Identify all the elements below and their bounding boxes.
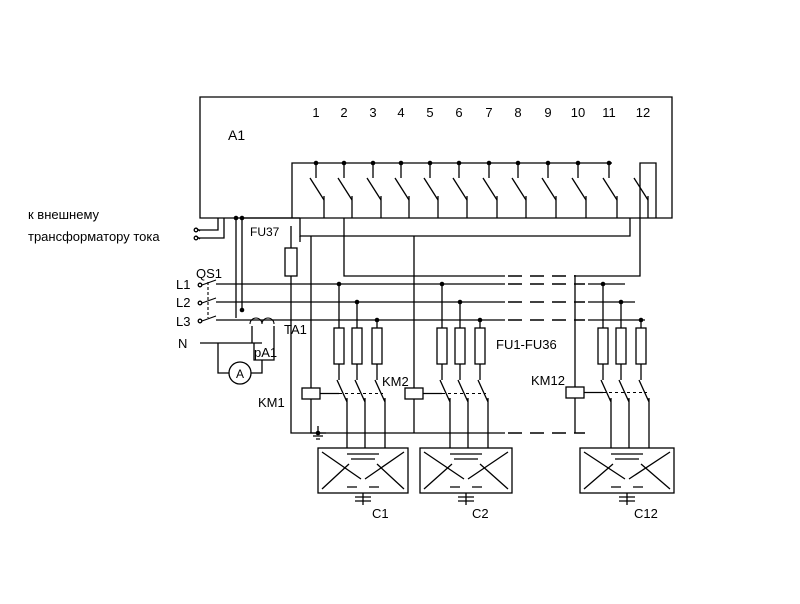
channel-number: 4 bbox=[397, 105, 404, 120]
relay-contact bbox=[541, 160, 557, 218]
capacitor-delta bbox=[321, 451, 405, 490]
phase-label-l1: L1 bbox=[176, 277, 190, 292]
channel-number: 11 bbox=[602, 105, 616, 120]
contactor-main-contact bbox=[354, 379, 366, 446]
channel-number: 8 bbox=[514, 105, 521, 120]
fuse bbox=[597, 327, 609, 365]
fuse bbox=[333, 327, 345, 365]
channel-number: 7 bbox=[485, 105, 492, 120]
contactor-main-contact bbox=[600, 379, 612, 446]
relay-contact bbox=[633, 177, 649, 218]
external-ct-label-line2: трансформатору тока bbox=[28, 229, 160, 244]
stage-2 bbox=[404, 236, 513, 505]
capacitor-bank-box bbox=[419, 447, 513, 494]
phase-label-l3: L3 bbox=[176, 314, 190, 329]
relay-contact bbox=[482, 160, 498, 218]
capacitor-c12-label: C12 bbox=[634, 506, 658, 521]
stage-1 bbox=[301, 236, 409, 505]
channel-number: 10 bbox=[571, 105, 585, 120]
switch-qs1-label: QS1 bbox=[196, 266, 222, 281]
fuse bbox=[436, 327, 448, 365]
contactor-main-contact bbox=[638, 379, 650, 446]
capacitor-bank-box bbox=[579, 447, 675, 494]
channel-number: 9 bbox=[544, 105, 551, 120]
capacitor-c1-label: C1 bbox=[372, 506, 389, 521]
busbars bbox=[200, 283, 645, 344]
fuse-fu37-label: FU37 bbox=[250, 225, 280, 239]
contactor-coil bbox=[404, 387, 424, 400]
contactor-km2-label: KM2 bbox=[382, 374, 409, 389]
fuse bbox=[615, 327, 627, 365]
capacitor-delta bbox=[423, 451, 509, 490]
contactor-coil bbox=[565, 386, 585, 399]
channel-number: 6 bbox=[455, 105, 462, 120]
switch-qs1 bbox=[197, 279, 217, 324]
channel-numbers: 1 2 3 4 5 6 7 8 9 10 11 12 bbox=[312, 105, 650, 120]
external-ct-label-line1: к внешнему bbox=[28, 207, 100, 222]
ammeter-symbol: A bbox=[236, 367, 244, 381]
relay-output-bus bbox=[291, 162, 657, 218]
relay-output-switches bbox=[309, 160, 649, 218]
relay-contact bbox=[423, 160, 439, 218]
contactor-km12-label: KM12 bbox=[531, 373, 565, 388]
fuse-fu37 bbox=[284, 247, 298, 277]
control-return-line bbox=[290, 300, 505, 434]
fuse bbox=[474, 327, 486, 365]
fuse bbox=[371, 327, 383, 365]
fuse bbox=[351, 327, 363, 365]
phase-labels: L1 L2 L3 N bbox=[176, 277, 190, 351]
capacitor-stages bbox=[233, 215, 675, 505]
channel-number: 5 bbox=[426, 105, 433, 120]
fuse-group-label: FU1-FU36 bbox=[496, 337, 557, 352]
contactor-km1-label: KM1 bbox=[258, 395, 285, 410]
relay-contact bbox=[394, 160, 410, 218]
controller-a1-box bbox=[199, 96, 673, 219]
external-ct-terminals bbox=[193, 218, 225, 241]
relay-contact bbox=[571, 160, 587, 218]
controller-a1-label: A1 bbox=[228, 127, 245, 143]
stage-12 bbox=[565, 275, 675, 505]
channel-number: 12 bbox=[636, 105, 650, 120]
fuse bbox=[635, 327, 647, 365]
channel-number: 3 bbox=[369, 105, 376, 120]
contactor-main-contact bbox=[618, 379, 630, 446]
phase-label-l2: L2 bbox=[176, 295, 190, 310]
capacitor-c2-label: C2 bbox=[472, 506, 489, 521]
channel-number: 1 bbox=[312, 105, 319, 120]
ct-ta1-label: TA1 bbox=[284, 322, 307, 337]
relay-contact bbox=[337, 160, 353, 218]
relay-contact bbox=[452, 160, 468, 218]
capacitor-bank-box bbox=[317, 447, 409, 494]
contactor-main-contact bbox=[374, 379, 386, 446]
neutral-label: N bbox=[178, 336, 187, 351]
capacitor-delta bbox=[583, 451, 671, 490]
contactor-main-contact bbox=[439, 379, 451, 446]
ammeter-pa1-label: pA1 bbox=[254, 345, 277, 360]
contactor-main-contact bbox=[477, 379, 489, 446]
relay-contact bbox=[309, 160, 325, 218]
relay-contact bbox=[366, 160, 382, 218]
relay-contact bbox=[511, 160, 527, 218]
fuse bbox=[454, 327, 466, 365]
channel-number: 2 bbox=[340, 105, 347, 120]
relay-contact bbox=[602, 160, 618, 218]
current-transformer-ta1 bbox=[249, 317, 275, 361]
contactor-main-contact bbox=[336, 379, 348, 446]
relay-to-coil-wiring bbox=[233, 215, 641, 436]
contactor-main-contact bbox=[457, 379, 469, 446]
contactor-coil bbox=[301, 387, 321, 400]
control-supply-lines bbox=[235, 217, 631, 318]
